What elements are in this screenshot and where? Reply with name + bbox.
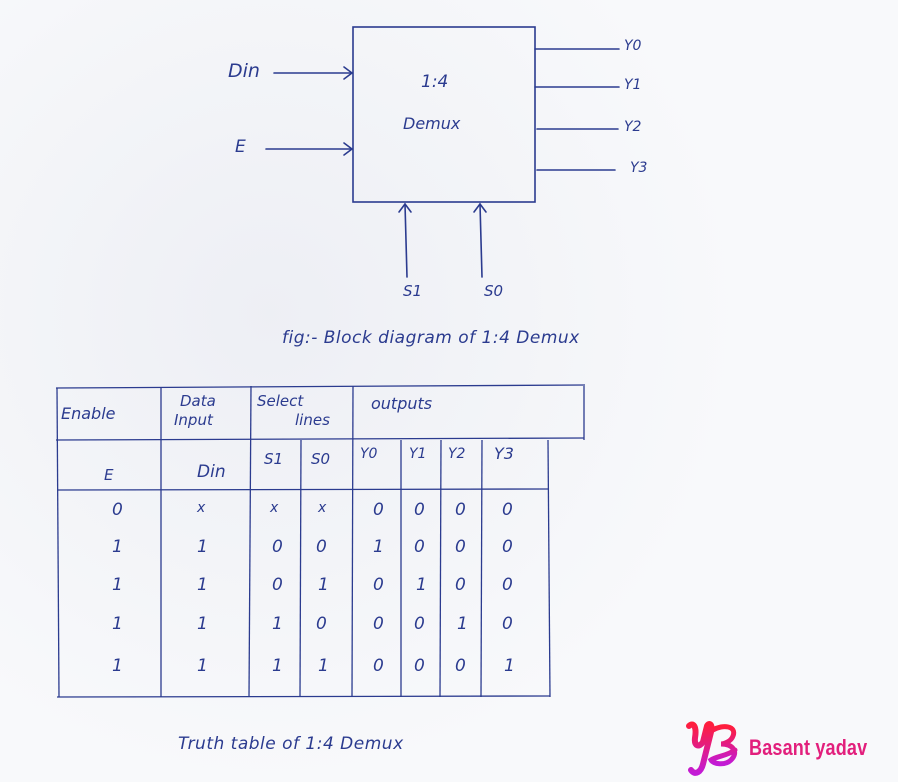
cell-din: 1 (197, 614, 208, 634)
demux-name-label: Demux (403, 114, 461, 133)
watermark: Basant yadav (683, 720, 893, 776)
col-header-s1: S1 (264, 450, 284, 468)
cell-y0: 0 (373, 614, 384, 634)
col-header-din: Din (197, 462, 226, 482)
header-select-line1: Select (257, 392, 304, 410)
header-data-line1: Data (180, 392, 216, 410)
cell-e: 0 (112, 500, 123, 520)
cell-y3: 1 (504, 656, 515, 676)
demux-ratio-label: 1:4 (421, 72, 449, 92)
col-header-y0: Y0 (360, 446, 378, 462)
cell-y0: 0 (373, 500, 384, 520)
cell-y2: 0 (455, 500, 466, 520)
cell-y0: 0 (373, 656, 384, 676)
cell-e: 1 (112, 537, 123, 557)
cell-y2: 1 (457, 614, 468, 634)
header-enable: Enable (61, 404, 116, 423)
output-label-y2: Y2 (624, 119, 642, 135)
cell-s1: 0 (272, 575, 283, 595)
header-select-lines: Select lines (257, 392, 330, 430)
cell-din: 1 (197, 537, 208, 557)
col-header-y1: Y1 (409, 446, 427, 462)
cell-y3: 0 (502, 614, 513, 634)
truth-table-caption: Truth table of 1:4 Demux (178, 734, 404, 754)
cell-din: 1 (197, 656, 208, 676)
cell-e: 1 (112, 656, 123, 676)
cell-y1: 0 (414, 656, 425, 676)
cell-y1: 0 (414, 614, 425, 634)
demux-box (352, 26, 536, 203)
cell-s1: x (270, 500, 279, 516)
cell-s0: x (318, 500, 327, 516)
cell-y1: 0 (414, 537, 425, 557)
output-label-y3: Y3 (630, 160, 648, 176)
cell-s0: 0 (316, 537, 327, 557)
cell-s1: 1 (272, 656, 283, 676)
cell-y1: 1 (416, 575, 427, 595)
block-diagram-caption: fig:- Block diagram of 1:4 Demux (282, 328, 580, 348)
cell-y0: 1 (373, 537, 384, 557)
cell-y2: 0 (455, 575, 466, 595)
cell-y1: 0 (414, 500, 425, 520)
cell-y2: 0 (455, 656, 466, 676)
cell-y2: 0 (455, 537, 466, 557)
cell-y0: 0 (373, 575, 384, 595)
cell-s1: 0 (272, 537, 283, 557)
header-select-line2: lines (295, 411, 330, 429)
header-data-line2: Input (174, 411, 213, 429)
cell-y3: 0 (502, 537, 513, 557)
cell-s0: 1 (318, 575, 329, 595)
select-label-s0: S0 (484, 282, 504, 300)
cell-e: 1 (112, 614, 123, 634)
cell-din: 1 (197, 575, 208, 595)
yb-logo-icon (683, 720, 743, 776)
watermark-name: Basant yadav (749, 735, 868, 760)
col-header-e: E (104, 466, 114, 484)
output-label-y0: Y0 (624, 38, 642, 54)
col-header-y3: Y3 (494, 444, 514, 463)
select-label-s1: S1 (403, 282, 423, 300)
col-header-s0: S0 (311, 450, 331, 468)
header-outputs: outputs (371, 394, 433, 413)
output-label-y1: Y1 (624, 77, 642, 93)
header-data-input: Data Input (166, 392, 216, 430)
cell-s1: 1 (272, 614, 283, 634)
cell-din: x (197, 500, 206, 516)
cell-y3: 0 (502, 575, 513, 595)
cell-s0: 1 (318, 656, 329, 676)
input-label-e: E (235, 137, 246, 157)
cell-y3: 0 (502, 500, 513, 520)
cell-s0: 0 (316, 614, 327, 634)
input-label-din: Din (228, 60, 260, 82)
cell-e: 1 (112, 575, 123, 595)
col-header-y2: Y2 (448, 446, 466, 462)
